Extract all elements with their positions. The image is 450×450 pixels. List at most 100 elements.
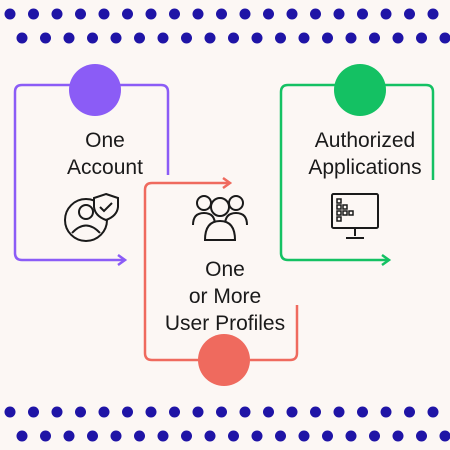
account-arrowhead: [117, 253, 128, 267]
decorative-dot: [439, 32, 450, 44]
decorative-dot: [286, 8, 298, 20]
decorative-dot: [392, 430, 404, 442]
decorative-dot: [169, 406, 180, 418]
decorative-dot: [216, 8, 227, 20]
decorative-dot: [134, 430, 145, 442]
decorative-dot: [251, 430, 263, 442]
top-dot-border: [4, 8, 450, 44]
profiles-node: [198, 334, 250, 386]
decorative-dot: [51, 8, 63, 20]
decorative-dot: [345, 32, 357, 44]
account-node: [69, 64, 121, 116]
decorative-dot: [404, 406, 415, 418]
decorative-dot: [157, 32, 169, 44]
decorative-dot: [427, 406, 439, 418]
decorative-dot: [228, 430, 239, 442]
decorative-dot: [16, 430, 28, 442]
decorative-dot: [169, 8, 180, 20]
decorative-dot: [392, 32, 404, 44]
applications-connector-right: [384, 83, 435, 180]
decorative-dot: [192, 406, 204, 418]
decorative-dot: [110, 32, 122, 44]
applications-connector: [279, 83, 388, 262]
decorative-dot: [239, 8, 251, 20]
decorative-dot: [145, 406, 157, 418]
decorative-dot: [251, 32, 263, 44]
decorative-dot: [75, 406, 86, 418]
step-account: [13, 64, 170, 267]
decorative-dot: [40, 32, 51, 44]
decorative-dot: [134, 32, 145, 44]
user-profiles-label: One or More User Profiles: [164, 258, 286, 335]
step-profiles: [143, 176, 299, 386]
decorative-dot: [87, 32, 98, 44]
step-applications: [279, 64, 435, 267]
profiles-connector-right: [250, 305, 299, 362]
decorative-dot: [110, 430, 122, 442]
decorative-dot: [380, 8, 392, 20]
decorative-dot: [4, 406, 16, 418]
decorative-dot: [310, 406, 321, 418]
decorative-dot: [63, 32, 75, 44]
account-connector-right: [120, 83, 170, 175]
decorative-dot: [333, 8, 345, 20]
decorative-dot: [98, 406, 110, 418]
decorative-dot: [275, 32, 286, 44]
decorative-dot: [263, 8, 274, 20]
decorative-dot: [4, 8, 16, 20]
decorative-dot: [298, 430, 310, 442]
applications-node: [334, 64, 386, 116]
decorative-dot: [122, 8, 133, 20]
decorative-dot: [98, 8, 110, 20]
account-label: One Account: [67, 129, 143, 179]
decorative-dot: [322, 430, 333, 442]
decorative-dot: [427, 8, 439, 20]
decorative-dot: [275, 430, 286, 442]
decorative-dot: [416, 430, 427, 442]
decorative-dot: [380, 406, 392, 418]
decorative-dot: [263, 406, 274, 418]
decorative-dot: [40, 430, 51, 442]
authorized-applications-label: Authorized Applications: [308, 129, 422, 179]
decorative-dot: [28, 406, 39, 418]
profiles-arrowhead: [222, 176, 233, 190]
decorative-dot: [345, 430, 357, 442]
user-group-icon: [192, 195, 248, 241]
account-connector: [13, 83, 124, 262]
decorative-dot: [239, 406, 251, 418]
decorative-dot: [369, 430, 380, 442]
decorative-dot: [157, 430, 169, 442]
decorative-dot: [181, 32, 192, 44]
bottom-dot-border: [4, 406, 450, 442]
decorative-dot: [357, 8, 368, 20]
computer-monitor-icon: [331, 193, 379, 239]
decorative-dot: [192, 8, 204, 20]
decorative-dot: [16, 32, 28, 44]
decorative-dot: [416, 32, 427, 44]
decorative-dot: [75, 8, 86, 20]
decorative-dot: [357, 406, 368, 418]
decorative-dot: [286, 406, 298, 418]
decorative-dot: [322, 32, 333, 44]
decorative-dot: [333, 406, 345, 418]
decorative-dot: [63, 430, 75, 442]
decorative-dot: [216, 406, 227, 418]
user-shield-icon: [64, 192, 119, 242]
decorative-dot: [122, 406, 133, 418]
decorative-dot: [439, 430, 450, 442]
applications-arrowhead: [381, 253, 392, 267]
decorative-dot: [181, 430, 192, 442]
decorative-dot: [87, 430, 98, 442]
decorative-dot: [28, 8, 39, 20]
profiles-connector: [143, 181, 228, 362]
decorative-dot: [204, 32, 216, 44]
decorative-dot: [298, 32, 310, 44]
decorative-dot: [51, 406, 63, 418]
decorative-dot: [228, 32, 239, 44]
decorative-dot: [204, 430, 216, 442]
decorative-dot: [145, 8, 157, 20]
decorative-dot: [310, 8, 321, 20]
decorative-dot: [404, 8, 415, 20]
decorative-dot: [369, 32, 380, 44]
